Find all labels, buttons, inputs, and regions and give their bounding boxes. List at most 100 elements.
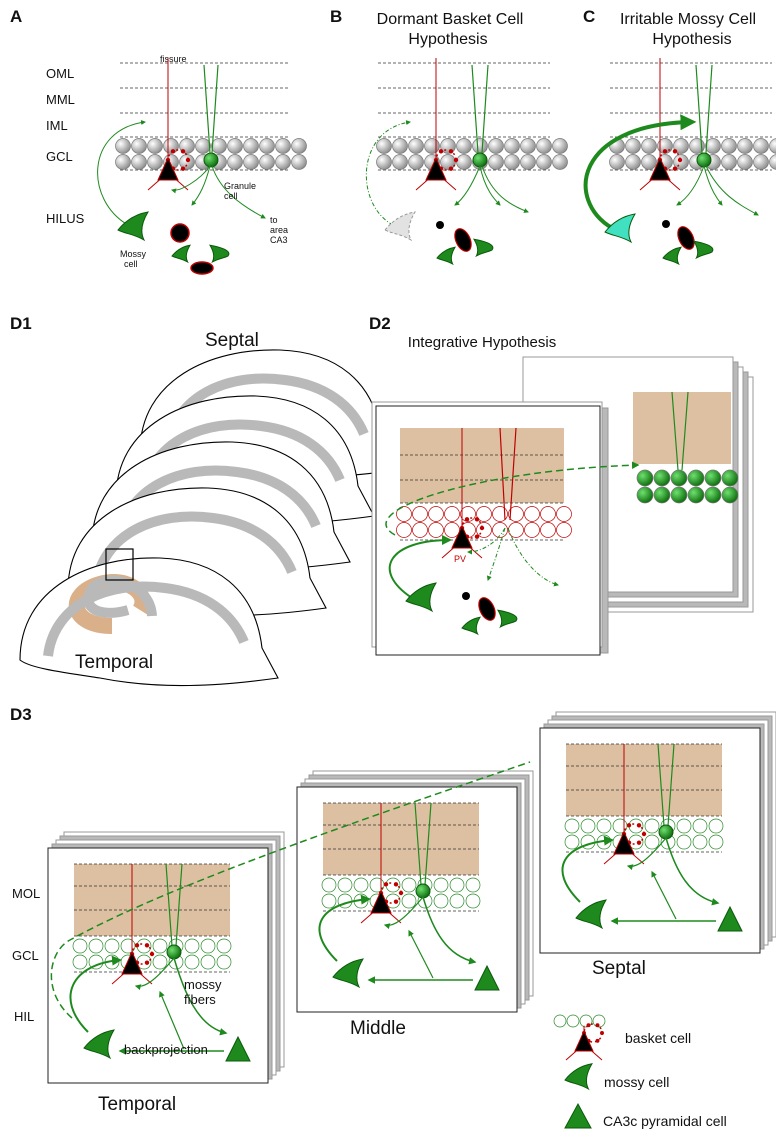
granule-cell-body: [536, 154, 552, 170]
bouton: [672, 149, 678, 154]
mossy-cell-b-dormant: [384, 211, 416, 242]
granule-cell-body: [556, 522, 572, 538]
basket-cell-c: [639, 149, 683, 191]
basket-soma: [649, 156, 671, 181]
hilar-cell-a1: [171, 244, 191, 264]
interneuron-c2: [677, 226, 695, 250]
mossy-soma: [604, 213, 636, 244]
granule-cell-body: [673, 138, 689, 154]
granule-soma: [415, 883, 431, 899]
granule-cell-body: [524, 522, 540, 538]
bouton: [144, 943, 150, 948]
granule-cell-a: [203, 152, 219, 168]
granule-cell-body: [687, 469, 705, 487]
panel-b-layer-lines: [378, 62, 550, 171]
bouton: [185, 157, 191, 163]
granule-cell-body: [440, 154, 456, 170]
integrative-hypothesis-title: Integrative Hypothesis: [408, 334, 556, 351]
granule-cell-body: [492, 522, 508, 538]
granule-dendrites-b: [471, 64, 489, 154]
granule-cell-body: [424, 138, 440, 154]
bouton: [393, 882, 399, 887]
granule-cell-body: [625, 154, 641, 170]
ca3c-pyramidal-cell: [474, 964, 500, 991]
d2-local-mossy-projection: [388, 535, 452, 599]
granule-cell-body: [449, 877, 465, 893]
granule-cell-body: [163, 138, 179, 154]
granule-cell-body: [433, 893, 449, 909]
granule-cell-body: [408, 138, 424, 154]
panel-d2-letter: D2: [369, 314, 391, 333]
granule-cell-layer-c: [609, 138, 776, 170]
hippocampal-slice: [19, 557, 279, 687]
granule-cell-body: [465, 877, 481, 893]
panel-d3-letter: D3: [10, 705, 32, 724]
bouton: [144, 960, 150, 965]
granule-cell-body: [200, 938, 216, 954]
hippocampal-slices: [19, 349, 399, 687]
molecular-layer: [566, 744, 722, 816]
granule-soma: [696, 152, 712, 168]
granule-cell-body: [401, 893, 417, 909]
layer-label-mml: MML: [46, 92, 75, 107]
d3-layer-hil: HIL: [14, 1009, 34, 1024]
granule-cell-body: [721, 469, 739, 487]
bouton: [438, 149, 444, 154]
mossy-soma: [693, 240, 714, 260]
granule-cell-body: [115, 154, 131, 170]
granule-dendrites: [414, 802, 432, 886]
d3-longitudinal-projection: [50, 761, 531, 1019]
mossy-fiber: [422, 896, 477, 965]
bouton: [149, 951, 155, 957]
interneuron-a1: [170, 223, 190, 243]
granule-cell-body: [769, 138, 776, 154]
layer-label-iml: IML: [46, 118, 68, 133]
granule-cell-body: [566, 1014, 580, 1028]
d2-granule-dendrites-red: [499, 427, 517, 521]
granule-cell-body: [120, 938, 136, 954]
granule-soma: [203, 152, 219, 168]
mossy-projection-a: [97, 120, 146, 226]
mossy-soma: [497, 609, 518, 629]
granule-axon-a2: [211, 165, 266, 219]
ca-field: [43, 581, 249, 657]
legend-pyramidal-label: CA3c pyramidal cell: [603, 1113, 727, 1129]
granule-cell-body: [553, 1014, 567, 1028]
granule-cell-body: [392, 138, 408, 154]
granule-cell-body: [408, 154, 424, 170]
granule-cell-body: [644, 834, 660, 850]
d2-granule-layer: [396, 506, 572, 538]
granule-cell-body: [376, 138, 392, 154]
d2-mossy-fiber-3: [467, 527, 506, 555]
basket-cell-b: [415, 149, 459, 191]
bouton: [636, 840, 642, 845]
layer-label-gcl: GCL: [46, 149, 73, 164]
granule-cell-body: [676, 818, 692, 834]
granule-cell-b: [472, 152, 488, 168]
granule-cell-layer-b: [376, 138, 568, 170]
mossy-soma: [384, 211, 416, 242]
mossy-fiber: [173, 957, 228, 1036]
granule-cell-body: [401, 877, 417, 893]
granule-cell-body: [508, 522, 524, 538]
granule-cell-body: [152, 938, 168, 954]
granule-cell-body: [449, 893, 465, 909]
bouton: [448, 166, 454, 171]
granule-cell-body: [625, 138, 641, 154]
granule-cell-body: [147, 154, 163, 170]
granule-cell-body: [396, 506, 412, 522]
bouton: [595, 1038, 600, 1043]
granule-cell-body: [692, 818, 708, 834]
granule-cell-body: [337, 877, 353, 893]
mossy-soma: [436, 246, 456, 266]
bouton: [672, 166, 678, 171]
granule-cell-body: [88, 938, 104, 954]
granule-cell-body: [753, 154, 769, 170]
bouton: [677, 157, 683, 163]
backprojection-label: backprojection: [124, 1042, 208, 1057]
granule-dendrites: [657, 743, 675, 827]
